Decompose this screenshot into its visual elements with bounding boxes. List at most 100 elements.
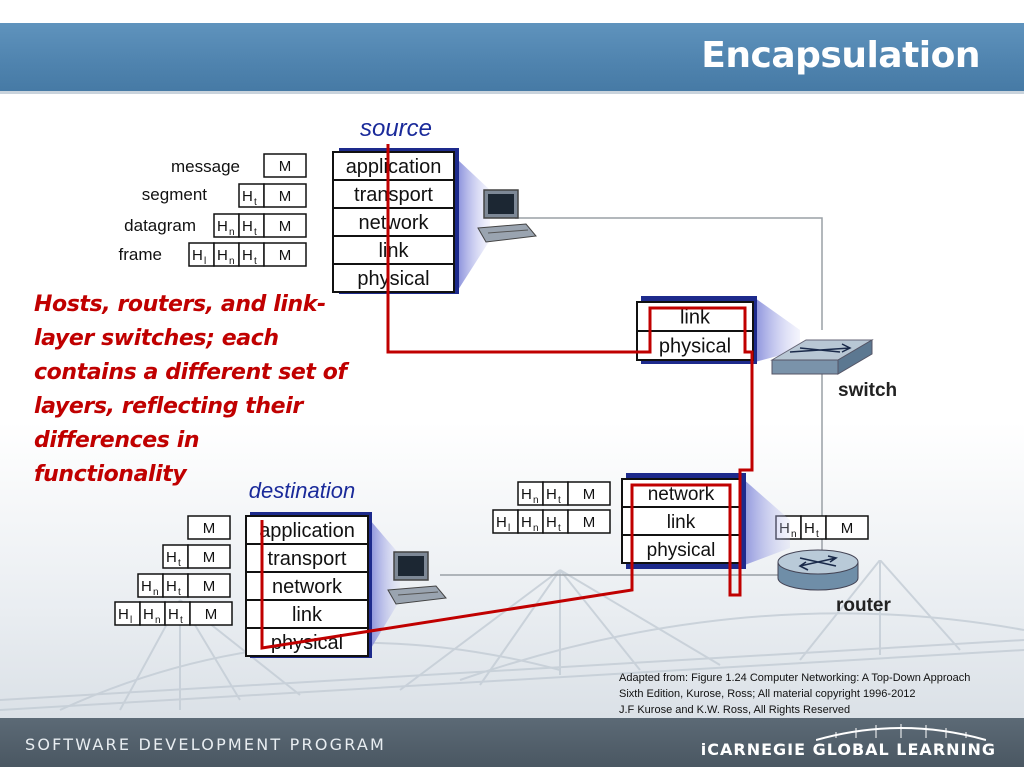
header-text: H [242, 188, 253, 205]
pdu-label-frame: frame [119, 245, 162, 264]
header-subscript: t [816, 529, 819, 540]
source-layer-network [332, 207, 455, 237]
footer-bridge-logo [816, 724, 986, 741]
message-cell [263, 213, 307, 238]
bridge-background-graphic [0, 560, 1024, 711]
message-cell [263, 242, 307, 267]
destination-layer-network [245, 571, 369, 601]
header-subscript: l [204, 256, 206, 267]
source-layer-physical [332, 263, 455, 293]
header-subscript: t [178, 558, 181, 569]
message-cell [567, 481, 611, 506]
slide-title: Encapsulation [701, 35, 980, 76]
switch-layer-label: physical [659, 336, 731, 358]
title-bar: Encapsulation [0, 23, 1024, 94]
header-subscript: t [558, 523, 561, 534]
message-text: M [205, 606, 218, 623]
footer-brand: iCARNEGIE GLOBAL LEARNING [700, 740, 996, 759]
header-text: H [143, 606, 154, 623]
switch-icon [770, 339, 874, 375]
header-text: H [166, 578, 177, 595]
message-text: M [279, 247, 292, 264]
router-layer-label: physical [647, 540, 716, 561]
dst-message-group: M [187, 515, 231, 540]
switch-beam [755, 298, 800, 362]
router-layer-label: network [648, 484, 715, 505]
message-text: M [279, 158, 292, 175]
header-subscript: t [254, 256, 257, 267]
header-subscript: n [153, 587, 159, 598]
header-subscript: t [180, 615, 183, 626]
header-subscript: l [130, 615, 132, 626]
message-cell [187, 515, 231, 540]
router-icon [777, 549, 859, 591]
destination-layer-transport [245, 543, 369, 573]
header-text: H [496, 514, 507, 531]
packet-path [260, 144, 754, 650]
message-cell [263, 183, 307, 208]
header-subscript: n [229, 256, 235, 267]
header-text: H [217, 218, 228, 235]
header-subscript: t [558, 495, 561, 506]
source-layer-label: network [358, 212, 429, 234]
message-text: M [583, 514, 596, 531]
header-subscript: t [254, 197, 257, 208]
message-cell [263, 153, 307, 178]
destination-layer-label: link [292, 604, 323, 626]
source-layer-label: physical [357, 268, 429, 290]
header-text: H [242, 247, 253, 264]
header-text: H [242, 218, 253, 235]
source-layer-label: application [346, 156, 442, 178]
destination-label: destination [249, 478, 355, 503]
header-text: H [521, 514, 532, 531]
header-subscript: l [508, 523, 510, 534]
message-text: M [279, 218, 292, 235]
destination-layer-application [245, 515, 369, 545]
pdu-label-segment: segment [142, 185, 207, 204]
destination-layer-label: application [259, 520, 355, 542]
destination-layer-link [245, 599, 369, 629]
link-source-switch [515, 217, 823, 330]
message-cell [187, 573, 231, 598]
destination-layer-label: network [272, 576, 343, 598]
router-layer-physical [621, 534, 741, 564]
credit-line-2: Sixth Edition, Kurose, Ross; All materia… [619, 688, 916, 700]
header-text: H [804, 520, 815, 537]
message-text: M [203, 520, 216, 537]
message-text: M [583, 486, 596, 503]
source-layer-transport [332, 179, 455, 209]
footer-program-name: SOFTWARE DEVELOPMENT PROGRAM [25, 735, 387, 754]
message-cell [187, 544, 231, 569]
source-host: source applicationtransportnetworklinkph… [332, 115, 537, 294]
header-text: H [217, 247, 228, 264]
pdu-legend: message segment datagram frame [119, 157, 240, 264]
pdu-label-datagram: datagram [124, 216, 196, 235]
destination-layer-label: transport [268, 548, 347, 570]
header-subscript: n [533, 523, 539, 534]
message-cell [825, 515, 869, 540]
header-text: H [546, 486, 557, 503]
switch-layer-physical [636, 330, 754, 361]
message-text: M [841, 520, 854, 537]
router-label: router [836, 595, 892, 616]
header-subscript: n [229, 227, 235, 238]
header-text: H [168, 606, 179, 623]
header-text: H [141, 578, 152, 595]
destination-host: destination application transport network l… [245, 478, 447, 658]
pdu-label-message: message [171, 157, 240, 176]
credit-note: Adapted from: Figure 1.24 Computer Netwo… [619, 670, 1019, 718]
